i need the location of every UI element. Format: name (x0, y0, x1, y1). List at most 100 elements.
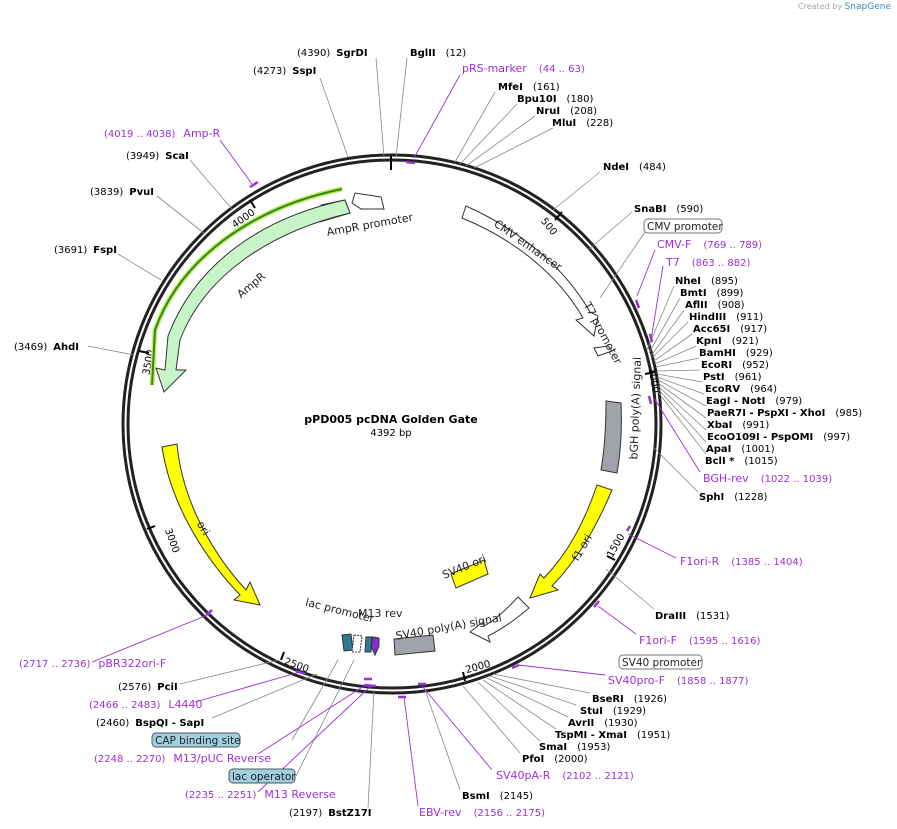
enzyme-pos-mlui: (228) (586, 118, 613, 129)
box-sv40-promoter (618, 654, 703, 670)
enzyme-pos-sphi: (1228) (734, 492, 767, 503)
enzyme-pos-draiii: (1531) (696, 611, 729, 622)
primer-pos-t7: (863 .. 882) (692, 258, 751, 269)
enzyme-pos-ecoo109i-pspomi: (997) (823, 432, 850, 443)
primer-name-m13-reverse: M13 Reverse (264, 788, 335, 801)
enzyme-pos-bglii: (12) (446, 48, 467, 59)
enzyme-pos-aflii: (908) (718, 300, 745, 311)
enzyme-name-draiii: DraIII (655, 611, 686, 622)
tick-mark-500 (554, 211, 563, 221)
boxed-label-cmv-promoter: CMV promoter (647, 221, 723, 233)
svg-text:(4273)SspI: (4273) SspI (253, 66, 316, 77)
svg-text:(3691)FspI: (3691)FspI (54, 245, 117, 256)
svg-text:XbaI(991): XbaI(991) (707, 420, 769, 431)
enzyme-pos-xbai: (991) (742, 420, 769, 431)
svg-text:SmaI(1953): SmaI(1953) (539, 742, 610, 753)
plasmid-length: 4392 bp (370, 428, 411, 439)
svg-text:PfoI(2000): PfoI(2000) (522, 754, 588, 765)
enzyme-pos-mfei: (161) (533, 82, 560, 93)
backbone-outer (121, 153, 663, 695)
svg-text:(4019 .. 4038)Amp-R: (4019 .. 4038)Amp-R (104, 127, 221, 140)
enzyme-name-bglii: BglII (410, 48, 436, 59)
svg-text:DraIII(1531): DraIII (1531) (655, 611, 730, 622)
primer-pos-cmv-f: (769 .. 789) (703, 240, 762, 251)
box-cap-binding-site (151, 732, 241, 748)
feature-bgh-polya (600, 400, 622, 474)
svg-text:ApaI(1001): ApaI(1001) (706, 444, 775, 455)
enzyme-name-stui: StuI (580, 706, 603, 717)
svg-text:(4390)SgrDI: (4390)SgrDI (297, 48, 368, 59)
enzyme-pos-nhei: (895) (711, 276, 738, 287)
svg-text:EcoO109I - PspOMI(997): EcoO109I - PspOMI(997) (707, 432, 850, 443)
svg-text:AflII(908): AflII(908) (685, 300, 745, 311)
enzyme-pos-bmti: (899) (717, 288, 744, 299)
plasmid-title: pPD005 pcDNA Golden Gate (304, 413, 477, 426)
enzyme-name-ecori: EcoRI (701, 360, 732, 371)
enzyme-labels: (4390)SgrDI BglII (12) (4273) SspI MfeI (16… (14, 48, 862, 819)
label-ampr: AmpR (235, 270, 269, 301)
primer-name-sv40pa-r: SV40pA-R (496, 769, 551, 782)
enzyme-pos-fspi: (3691) (54, 245, 87, 256)
primer-pos-prs-marker: (44 .. 63) (539, 64, 585, 75)
svg-text:(3469)AhdI: (3469) AhdI (14, 342, 79, 353)
feature-cmv-enhancer (461, 205, 599, 337)
primer-pos-pbr322ori-f: (2717 .. 2736) (19, 659, 91, 670)
boxed-label-sv40-promoter: SV40 promoter (622, 657, 702, 669)
enzyme-pos-avrii: (1930) (604, 718, 637, 729)
box-cmv-promoter (643, 218, 723, 234)
enzyme-pos-sspi: (4273) (253, 66, 286, 77)
enzyme-pos-ahdi: (3469) (14, 342, 47, 353)
enzyme-name-bpu10i: Bpu10I (517, 94, 557, 105)
primer-name-f1ori-f: F1ori-F (639, 634, 677, 647)
primer-lines (91, 74, 701, 807)
feature-ampr-orf (151, 188, 343, 386)
svg-text:MluI(228): MluI (228) (552, 118, 613, 129)
svg-text:pRS-marker(44 .. 63): pRS-marker (44 .. 63) (462, 62, 585, 75)
tick-label-1500: 1500 (605, 532, 627, 560)
enzyme-name-ahdi: AhdI (53, 342, 79, 353)
primer-pos-sv40pro-f: (1858 .. 1877) (677, 676, 749, 687)
enzyme-name-mlui: MluI (552, 118, 576, 129)
primer-pos-ebv-rev: (2156 .. 2175) (474, 808, 546, 819)
primer-name-amp-r: Amp-R (183, 127, 220, 140)
tick-mark-4000 (249, 199, 256, 209)
enzyme-pos-bspqi-sapi: (2460) (96, 718, 129, 729)
svg-text:AvrII(1930): AvrII (1930) (568, 718, 638, 729)
svg-text:(2235 .. 2251)M13 Reverse: (2235 .. 2251)M13 Reverse (185, 788, 336, 801)
primer-pos-m13-puc-reverse: (2248 .. 2270) (94, 754, 166, 765)
label-t7-promoter: T7 promoter (580, 299, 624, 367)
svg-text:Bpu10I(180): Bpu10I(180) (517, 94, 594, 105)
enzyme-name-pcii: PciI (157, 682, 177, 693)
brand-app: SnapGene (844, 2, 891, 12)
primer-name-prs-marker: pRS-marker (462, 62, 527, 75)
svg-text:T7(863 .. 882): T7(863 .. 882) (665, 256, 751, 269)
feature-ori (161, 443, 261, 606)
enzyme-name-avrii: AvrII (568, 718, 594, 729)
svg-text:(2248 .. 2270)M13/pUC Reverse: (2248 .. 2270) M13/pUC Reverse (94, 752, 271, 765)
enzyme-name-hindiii: HindIII (689, 312, 726, 323)
svg-text:BGH-rev(1022 .. 1039): BGH-rev(1022 .. 1039) (703, 472, 832, 485)
feature-m13-rev (370, 636, 380, 657)
svg-text:SV40pA-R(2102 .. 2121): SV40pA-R(2102 .. 2121) (496, 769, 634, 782)
enzyme-name-mfei: MfeI (498, 82, 523, 93)
feature-sv40-promoter (469, 596, 530, 643)
enzyme-name-smai: SmaI (539, 742, 567, 753)
svg-text:PstI(961): PstI(961) (703, 372, 762, 383)
svg-text:(3949)ScaI: (3949)ScaI (126, 151, 189, 162)
enzyme-name-ndei: NdeI (603, 162, 629, 173)
primer-marks (205, 160, 654, 699)
svg-text:NheI(895): NheI(895) (675, 276, 738, 287)
svg-text:CMV-F(769 .. 789): CMV-F(769 .. 789) (657, 238, 762, 251)
svg-text:SV40pro-F(1858 .. 1877): SV40pro-F(1858 .. 1877) (608, 674, 749, 687)
svg-text:KpnI(921): KpnI(921) (696, 336, 759, 347)
enzyme-name-eagi-noti: EagI - NotI (706, 396, 765, 407)
tick-label-1000: 1000 (646, 367, 661, 394)
svg-text:BamHI(929): BamHI(929) (699, 348, 773, 359)
svg-text:EagI - NotI(979): EagI - NotI(979) (706, 396, 802, 407)
primer-name-m13-puc-reverse: M13/pUC Reverse (173, 752, 271, 765)
enzyme-name-sspi: SspI (292, 66, 316, 77)
enzyme-name-sgrdi: SgrDI (336, 48, 367, 59)
feature-ampr (155, 199, 351, 393)
enzyme-pos-pcii: (2576) (118, 682, 151, 693)
enzyme-name-kpni: KpnI (696, 336, 722, 347)
